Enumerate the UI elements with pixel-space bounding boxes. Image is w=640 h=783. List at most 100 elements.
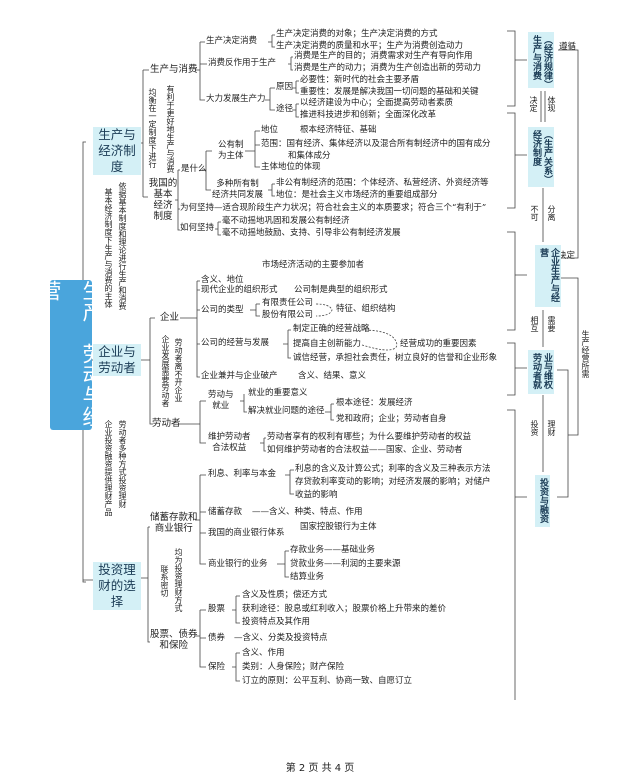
flow-label: 决定 — [529, 96, 538, 112]
label: 股票、债券 — [150, 629, 198, 640]
node-worker: 劳动者 — [152, 418, 181, 429]
vertical-note: 劳动者多种方式投资理财 — [118, 420, 127, 508]
page-indicator: 第 2 页 共 4 页 — [285, 763, 355, 774]
item: 和集体成分 — [288, 151, 331, 161]
item: 非公有制经济的范围：个体经济、私营经济、外资经济等 — [276, 178, 489, 188]
item: 公司的类型 — [201, 305, 244, 315]
item: —适合现阶段生产力状况；符合社会主义的本质要求；符合三个“有利于” — [214, 203, 487, 213]
item: 收益的影响 — [295, 490, 338, 500]
label: 劳动与 — [208, 390, 234, 400]
item: 制定正确的经营战略 — [293, 324, 370, 334]
item: 贷款业务——利润的主要来源 — [290, 559, 401, 569]
flow-box-employment-rights: 业与维权劳动者就 — [528, 350, 554, 394]
item: 商业银行的业务 — [208, 559, 268, 569]
flow-box-production-consumption: （经济规律）生产与消费 — [528, 32, 554, 89]
label: 基本 — [153, 189, 173, 200]
item: 订立的原则：公平互利、协商一致、自愿订立 — [242, 676, 413, 686]
item: 诚信经营，承担社会责任，树立良好的信誉和企业形象 — [293, 353, 498, 363]
item: 主体地位的体现 — [261, 162, 321, 172]
item: 重要性：发展是解决我国一切问题的基础和关键 — [300, 87, 479, 97]
item: 根本途径：发展经济 — [336, 398, 413, 408]
label: 合法权益 — [212, 443, 247, 453]
node: 生产决定消费 — [206, 36, 258, 46]
item: 类别：人身保险；财产保险 — [242, 662, 345, 672]
item: —含义、分类及投资特点 — [234, 633, 328, 643]
item: 地位 — [261, 125, 279, 135]
node: 大力发展生产力 — [206, 94, 266, 104]
flow-label: 理财 — [547, 420, 556, 436]
label: 经济 — [153, 200, 173, 211]
label: 就业 — [212, 401, 230, 411]
item: ——含义、种类、特点、作用 — [252, 507, 363, 517]
label: 多种所有制 — [216, 179, 259, 189]
main-title-box: 生产、劳动与经营 — [38, 280, 104, 430]
label: 储蓄存款和 — [150, 512, 198, 523]
node: 公有制为主体 — [218, 140, 244, 162]
node-basic-economic-system: 我国的基本经济制度 — [148, 178, 178, 222]
vertical-note: 联系密切 — [160, 565, 169, 597]
vertical-note: 均衡在一定制度下进行 — [148, 88, 157, 168]
flow-label: 遵循 — [559, 42, 577, 52]
label: （经济规律） — [542, 35, 552, 89]
item: 含义及性质；偿还方式 — [242, 590, 328, 600]
node: 维护劳动者合法权益 — [208, 432, 251, 454]
flow-label: 相互 — [530, 316, 539, 332]
flow-label: 决定 — [558, 251, 576, 261]
item: 股份有限公司 — [262, 310, 314, 320]
item: 投资特点及其作用 — [242, 617, 311, 627]
item: 推进科技进步和创新；全面深化改革 — [300, 110, 437, 120]
node-bank: 储蓄存款和商业银行 — [150, 512, 198, 534]
node-enterprise: 企业 — [160, 312, 180, 323]
flow-box-economic-system: （生产关系）经济制度 — [528, 127, 554, 187]
item: 保险 — [208, 662, 226, 672]
flow-label: 投资 — [530, 420, 539, 436]
item: 现代企业的组织形式 — [201, 285, 278, 295]
item: 就业的重要意义 — [248, 388, 308, 398]
vertical-note: 均为投资理财方式 — [174, 548, 183, 612]
vertical-note: 企业发展需要劳动者 — [161, 335, 170, 407]
item: 经营成功的重要因素 — [400, 339, 477, 349]
item: 消费是生产的动力；消费为生产创造出新的劳动力 — [294, 63, 482, 73]
label: 经济共同发展 — [212, 190, 264, 200]
item: 获利途径：股息或红利收入；股票价格上升带来的差价 — [242, 604, 447, 614]
item: 生产决定消费的对象；生产决定消费的方式 — [276, 29, 438, 39]
label: 制度 — [153, 211, 173, 222]
node: 劳动与就业 — [208, 390, 234, 412]
item: 存贷款利率变动的影响；对经济发展的影响；对储户 — [295, 477, 491, 487]
item: 有限责任公司 — [262, 298, 314, 308]
flow-label: 体现 — [547, 96, 556, 112]
label: 为主体 — [218, 151, 244, 161]
flow-box-enterprise-operation: 企业生产与经营 — [535, 245, 561, 307]
label: 业与维权 — [542, 353, 552, 389]
item: 含义、地位 — [201, 275, 244, 285]
item: 毫不动摇地鼓励、支持、引导非公有制经济发展 — [222, 228, 401, 238]
item: 含义、结果、意义 — [298, 371, 367, 381]
item: 党和政府；企业；劳动者自身 — [336, 414, 447, 424]
section-box-investment: 投资理财的选择 — [93, 562, 141, 610]
vertical-note: 基本经济制度下生产与消费的主体 — [104, 188, 113, 308]
label: 商业银行 — [154, 523, 193, 534]
item: 如何维护劳动者的合法权益——国家、企业、劳动者 — [267, 445, 463, 455]
node: 是什么 — [181, 164, 207, 174]
flow-label: 需要 — [547, 316, 556, 332]
item: 储蓄存款 — [208, 507, 243, 517]
label: 和保险 — [159, 640, 189, 651]
item: 提高自主创新能力 — [293, 339, 362, 349]
node: 为何坚持 — [180, 203, 215, 213]
item: 我国的商业银行体系 — [208, 528, 285, 538]
item: 必要性：新时代的社会主要矛盾 — [300, 75, 420, 85]
item: 毫不动摇地巩固和发展公有制经济 — [222, 216, 350, 226]
vertical-note: 有利于更好地生产与消费 — [166, 85, 175, 173]
item: 股票 — [208, 604, 226, 614]
annotation: 市场经济活动的主要参加者 — [262, 260, 365, 270]
section-box-enterprise: 企业与劳动者 — [93, 344, 141, 376]
item: 地位：是社会主义市场经济的重要组成部分 — [276, 190, 438, 200]
item: 公司制是典型的组织形式 — [294, 285, 388, 295]
node-stock-bond-insurance: 股票、债券和保险 — [150, 629, 198, 651]
node: 多种所有制经济共同发展 — [212, 179, 263, 201]
item: 国家控股银行为主体 — [300, 522, 377, 532]
flow-label: 分离 — [547, 205, 556, 221]
item: 解决就业问题的途径 — [248, 406, 325, 416]
item: 利息的含义及计算公式；利率的含义及三种表示方法 — [295, 464, 491, 474]
node: 如何坚持 — [180, 223, 215, 233]
